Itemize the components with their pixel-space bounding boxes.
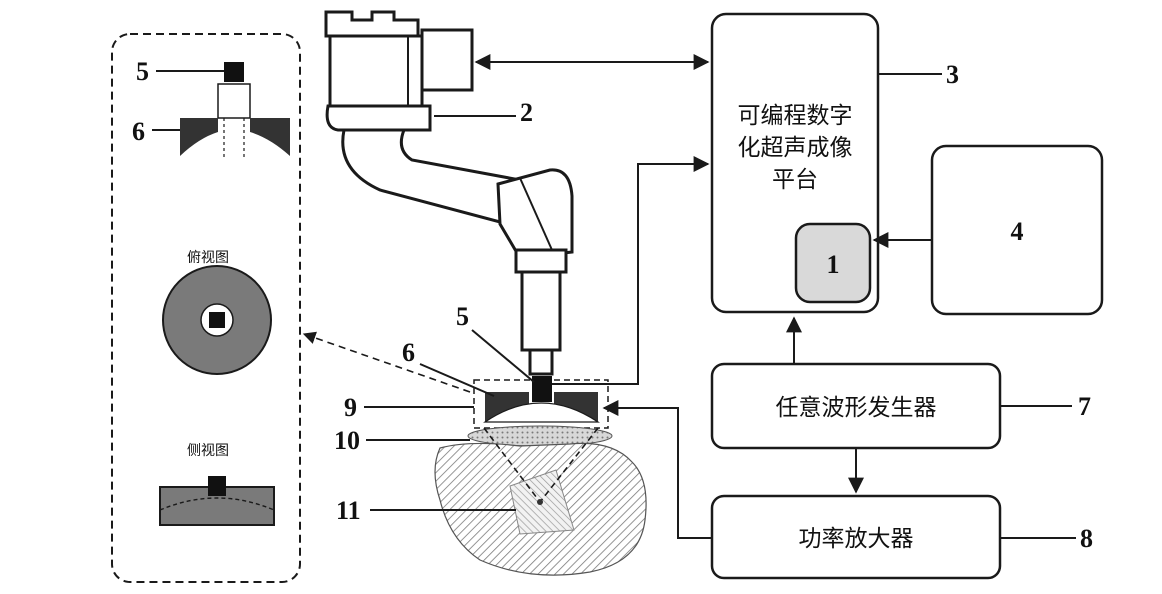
amplifier-block-8: 功率放大器 bbox=[710, 494, 1002, 580]
side-view-dashed-curve bbox=[159, 497, 275, 511]
transducer-element-5 bbox=[532, 376, 552, 402]
acoustic-lens bbox=[483, 402, 600, 423]
robot-arm bbox=[324, 10, 574, 376]
label-transducer-5: 5 bbox=[456, 302, 469, 331]
inset-panel: 5 6 俯视图 侧视图 bbox=[111, 33, 301, 583]
leader-housing-6 bbox=[419, 363, 495, 397]
inset-label-6: 6 bbox=[132, 117, 145, 146]
platform-label-line3: 平台 bbox=[772, 167, 818, 193]
inset-pointer-arrow bbox=[302, 331, 471, 393]
robot-forearm bbox=[520, 270, 562, 352]
block-4: 4 bbox=[930, 144, 1104, 316]
robot-side-box bbox=[420, 28, 474, 92]
platform-label-line1: 可编程数字 bbox=[738, 103, 853, 129]
inset-transducer-stem bbox=[217, 83, 251, 119]
label-amplifier-8: 8 bbox=[1080, 524, 1093, 553]
generator-block-7: 任意波形发生器 bbox=[710, 362, 1002, 450]
block-4-label: 4 bbox=[1011, 217, 1024, 246]
focal-point bbox=[537, 499, 543, 505]
inset-label-5: 5 bbox=[136, 57, 149, 86]
side-view-transducer bbox=[208, 476, 226, 496]
transducer-assembly bbox=[473, 376, 609, 429]
robot-wrist bbox=[514, 248, 568, 274]
robot-tool-flange bbox=[528, 348, 554, 376]
top-view-label: 俯视图 bbox=[187, 250, 229, 266]
platform-block-3: 可编程数字 化超声成像 平台 1 bbox=[710, 12, 880, 314]
generator-label: 任意波形发生器 bbox=[776, 395, 937, 421]
frame-9-dashed-box bbox=[473, 379, 609, 429]
label-robot-2: 2 bbox=[520, 98, 533, 127]
label-target-11: 11 bbox=[336, 496, 361, 525]
inner-box-1-label: 1 bbox=[827, 250, 840, 279]
robot-top-mount bbox=[324, 10, 420, 38]
top-view-transducer bbox=[209, 312, 225, 328]
focus-line-left bbox=[483, 427, 541, 503]
inner-box-1 bbox=[794, 222, 872, 304]
inset-housing-left bbox=[180, 118, 218, 156]
inset-housing-right bbox=[250, 118, 290, 156]
label-generator-7: 7 bbox=[1078, 392, 1091, 421]
label-platform-3: 3 bbox=[946, 60, 959, 89]
inset-transducer-square bbox=[224, 62, 244, 82]
inset-dashed-border bbox=[111, 33, 301, 583]
label-coupling-10: 10 bbox=[334, 426, 360, 455]
robot-upper-arm bbox=[341, 128, 523, 224]
side-view-label: 侧视图 bbox=[187, 443, 229, 459]
block-4-box bbox=[930, 144, 1104, 316]
robot-elbow-detail bbox=[519, 177, 553, 251]
transducer-platform-arrow bbox=[552, 156, 710, 385]
focus-line-right bbox=[539, 427, 599, 503]
amplifier-housing-arrow bbox=[602, 400, 712, 539]
label-housing-6: 6 bbox=[402, 338, 415, 367]
platform-label-line2: 化超声成像 bbox=[738, 135, 853, 161]
leader-transducer-5 bbox=[471, 329, 535, 383]
robot-shoulder bbox=[325, 104, 432, 132]
amplifier-label: 功率放大器 bbox=[799, 526, 914, 552]
label-frame-9: 9 bbox=[344, 393, 357, 422]
